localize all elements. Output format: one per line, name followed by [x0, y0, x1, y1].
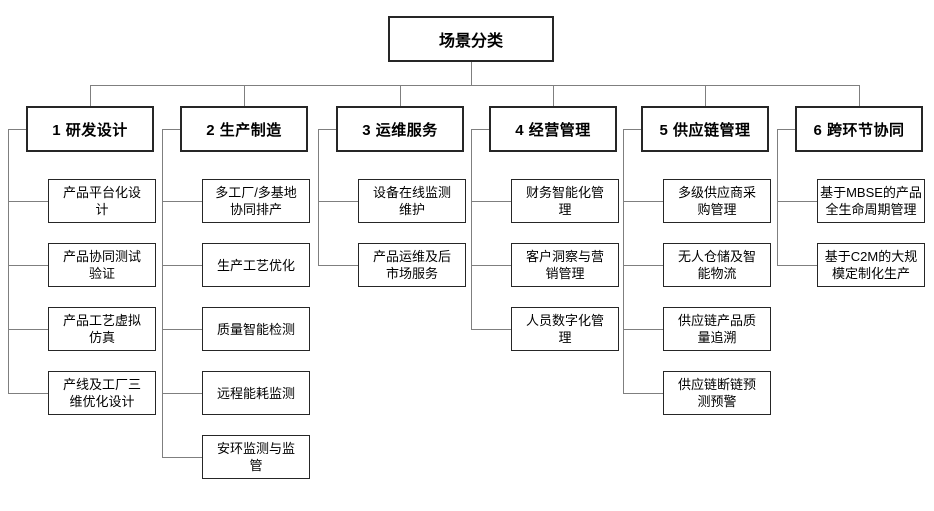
connector-bus-to-header	[243, 85, 245, 106]
scenario-node: 供应链产品质 量追溯	[663, 307, 771, 351]
connector-trunk	[161, 129, 163, 457]
scenario-node: 安环监测与监 管	[202, 435, 310, 479]
root-node: 场景分类	[388, 16, 554, 62]
scenario-node: 远程能耗监测	[202, 371, 310, 415]
scenario-node: 基于C2M的大规 模定制化生产	[817, 243, 925, 287]
connector-child-stub	[162, 392, 202, 394]
connector-trunk	[776, 129, 778, 265]
connector-top-bus	[90, 84, 859, 86]
connector-bus-to-header	[89, 85, 91, 106]
connector-bus-to-header	[704, 85, 706, 106]
connector-child-stub	[471, 200, 511, 202]
connector-child-stub	[8, 392, 48, 394]
connector-child-stub	[8, 328, 48, 330]
connector-child-stub	[318, 200, 358, 202]
connector-child-stub	[777, 264, 817, 266]
connector-bus-to-header	[399, 85, 401, 106]
connector-header-elbow	[623, 128, 641, 130]
connector-trunk	[470, 129, 472, 329]
connector-header-elbow	[162, 128, 180, 130]
connector-trunk	[317, 129, 319, 265]
scenario-node: 产品运维及后 市场服务	[358, 243, 466, 287]
connector-header-elbow	[777, 128, 795, 130]
category-header-node: 5 供应链管理	[641, 106, 769, 152]
scenario-node: 多级供应商采 购管理	[663, 179, 771, 223]
connector-child-stub	[623, 200, 663, 202]
connector-trunk	[7, 129, 9, 393]
category-header-node: 1 研发设计	[26, 106, 154, 152]
connector-root-stem	[470, 62, 472, 85]
scenario-node: 设备在线监测 维护	[358, 179, 466, 223]
connector-trunk	[622, 129, 624, 393]
scenario-node: 多工厂/多基地 协同排产	[202, 179, 310, 223]
connector-child-stub	[162, 264, 202, 266]
connector-child-stub	[162, 456, 202, 458]
connector-child-stub	[318, 264, 358, 266]
scenario-node: 产品协同测试 验证	[48, 243, 156, 287]
scenario-node: 基于MBSE的产品 全生命周期管理	[817, 179, 925, 223]
connector-header-elbow	[318, 128, 336, 130]
connector-child-stub	[623, 392, 663, 394]
connector-header-elbow	[8, 128, 26, 130]
category-header-node: 6 跨环节协同	[795, 106, 923, 152]
connector-child-stub	[8, 200, 48, 202]
connector-child-stub	[471, 264, 511, 266]
scenario-node: 质量智能检测	[202, 307, 310, 351]
scenario-node: 无人仓储及智 能物流	[663, 243, 771, 287]
scenario-node: 产品工艺虚拟 仿真	[48, 307, 156, 351]
scenario-node: 财务智能化管 理	[511, 179, 619, 223]
category-header-node: 4 经营管理	[489, 106, 617, 152]
connector-bus-to-header	[552, 85, 554, 106]
scenario-node: 产品平台化设 计	[48, 179, 156, 223]
scenario-node: 供应链断链预 测预警	[663, 371, 771, 415]
connector-child-stub	[8, 264, 48, 266]
connector-child-stub	[777, 200, 817, 202]
connector-child-stub	[623, 328, 663, 330]
connector-child-stub	[623, 264, 663, 266]
scenario-node: 产线及工厂三 维优化设计	[48, 371, 156, 415]
connector-child-stub	[162, 328, 202, 330]
connector-child-stub	[162, 200, 202, 202]
connector-child-stub	[471, 328, 511, 330]
category-header-node: 2 生产制造	[180, 106, 308, 152]
category-header-node: 3 运维服务	[336, 106, 464, 152]
connector-bus-to-header	[858, 85, 860, 106]
scenario-node: 生产工艺优化	[202, 243, 310, 287]
scenario-node: 人员数字化管 理	[511, 307, 619, 351]
scenario-node: 客户洞察与营 销管理	[511, 243, 619, 287]
connector-header-elbow	[471, 128, 489, 130]
